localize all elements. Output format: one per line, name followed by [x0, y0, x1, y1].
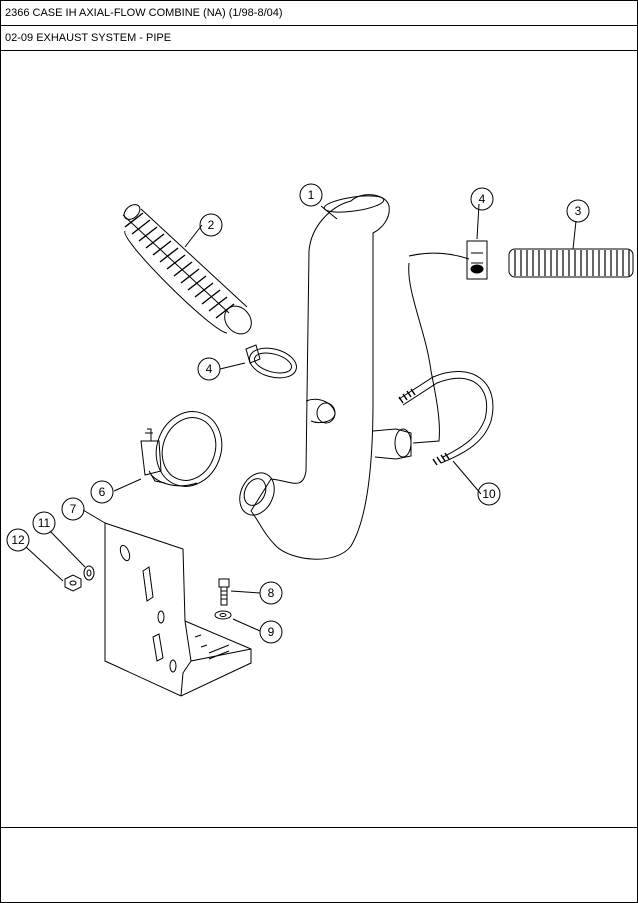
- svg-text:6: 6: [99, 485, 106, 499]
- svg-text:9: 9: [268, 625, 275, 639]
- nut-part-12: [64, 574, 82, 592]
- leader-lines: [25, 203, 577, 632]
- footer-area: [1, 827, 637, 903]
- section-title: 02-09 EXHAUST SYSTEM - PIPE: [1, 26, 637, 51]
- catalog-title: 2366 CASE IH AXIAL-FLOW COMBINE (NA) (1/…: [1, 1, 637, 26]
- hose-clamp-part-4-upper: [466, 240, 488, 280]
- u-bolt-part-10: [398, 371, 494, 466]
- corrugated-hose-part-3: [508, 248, 634, 278]
- bolt-part-8: [218, 578, 230, 606]
- hose-clamp-part-4-lower: [245, 344, 297, 379]
- svg-text:4: 4: [206, 362, 213, 376]
- svg-text:8: 8: [268, 586, 275, 600]
- callout-3: 3: [566, 199, 590, 223]
- band-clamp-part-6: [140, 411, 223, 487]
- svg-text:10: 10: [482, 487, 496, 501]
- svg-text:1: 1: [308, 188, 315, 202]
- callout-10: 10: [477, 482, 501, 506]
- corrugated-tube-part-2: [122, 204, 252, 335]
- mounting-bracket-part-7: [104, 522, 252, 697]
- callout-7: 7: [61, 497, 85, 521]
- svg-text:3: 3: [575, 204, 582, 218]
- svg-text:4: 4: [479, 192, 486, 206]
- washer-part-11: [83, 565, 95, 581]
- exhaust-parts-diagram: 1 2 3 4 4 6 7 8: [6, 183, 634, 697]
- callout-8: 8: [259, 581, 283, 605]
- callout-1: 1: [299, 183, 323, 207]
- svg-text:11: 11: [38, 516, 51, 530]
- svg-text:12: 12: [11, 533, 25, 547]
- callout-9: 9: [259, 620, 283, 644]
- svg-text:7: 7: [70, 502, 77, 516]
- callout-4-upper: 4: [470, 187, 494, 211]
- callout-6: 6: [90, 480, 114, 504]
- svg-text:2: 2: [208, 218, 215, 232]
- callout-12: 12: [6, 528, 30, 552]
- callout-2: 2: [199, 213, 223, 237]
- callout-4-lower: 4: [197, 357, 221, 381]
- exhaust-pipe-part: [239, 194, 470, 560]
- washer-part-9: [214, 610, 232, 620]
- callout-11: 11: [32, 511, 56, 535]
